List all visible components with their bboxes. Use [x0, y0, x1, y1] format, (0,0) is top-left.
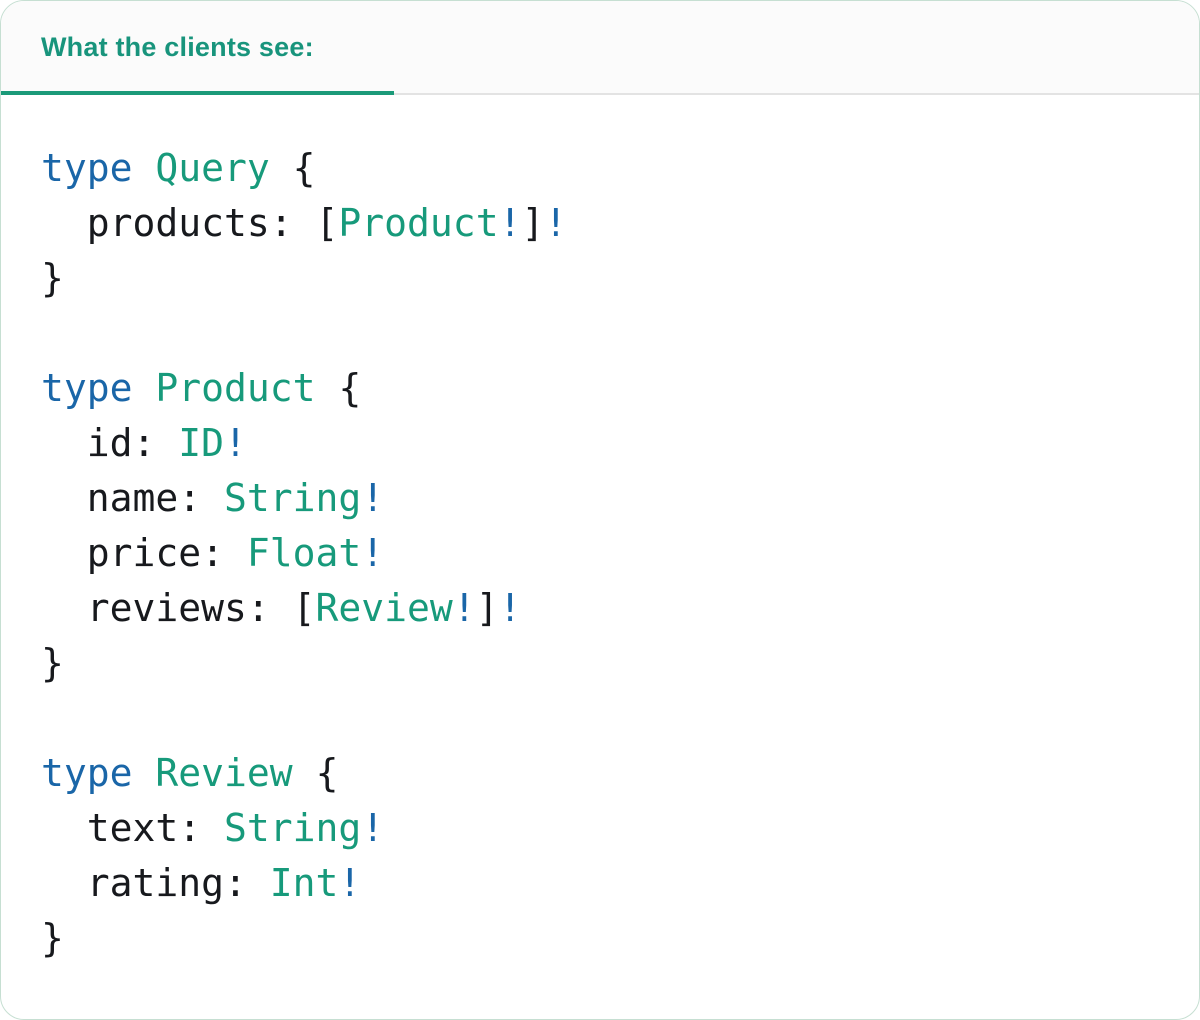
code-token-type: Product	[338, 201, 499, 245]
code-token-bang: !	[361, 531, 385, 575]
code-token-plain: name:	[41, 476, 225, 520]
code-token-type: String	[224, 806, 362, 850]
code-token-plain: {	[315, 366, 362, 410]
code-token-bang: !	[544, 201, 568, 245]
code-token-plain	[133, 146, 156, 190]
code-token-type: String	[224, 476, 362, 520]
code-token-type: Float	[246, 531, 362, 575]
code-line: rating: Int!	[41, 856, 1159, 911]
code-token-plain: }	[41, 916, 64, 960]
code-token-type: Int	[269, 861, 339, 905]
code-line: id: ID!	[41, 416, 1159, 471]
code-token-bang: !	[452, 586, 476, 630]
code-token-plain: reviews: [	[41, 586, 316, 630]
code-token-plain: }	[41, 641, 64, 685]
code-line: }	[41, 911, 1159, 966]
code-token-kw: type	[41, 751, 133, 795]
code-token-bang: !	[361, 806, 385, 850]
code-line: products: [Product!]!	[41, 196, 1159, 251]
code-token-plain	[133, 366, 156, 410]
code-token-plain: ]	[521, 201, 545, 245]
tab-bar: What the clients see:	[1, 1, 1199, 95]
code-line: name: String!	[41, 471, 1159, 526]
code-token-plain: {	[292, 751, 339, 795]
code-token-bang: !	[498, 201, 522, 245]
code-line	[41, 691, 1159, 746]
code-token-type: Review	[315, 586, 453, 630]
code-line: price: Float!	[41, 526, 1159, 581]
code-token-kw: type	[41, 146, 133, 190]
code-token-plain: id:	[41, 421, 179, 465]
code-token-type: ID	[178, 421, 225, 465]
code-line: text: String!	[41, 801, 1159, 856]
code-token-type: Product	[155, 366, 316, 410]
code-token-plain: text:	[41, 806, 225, 850]
code-token-plain: {	[269, 146, 316, 190]
tab-what-clients-see[interactable]: What the clients see:	[41, 31, 314, 62]
code-token-plain: }	[41, 256, 64, 300]
code-token-plain: products: [	[41, 201, 339, 245]
code-token-plain: price:	[41, 531, 247, 575]
code-token-plain: rating:	[41, 861, 270, 905]
code-line: type Product {	[41, 361, 1159, 416]
code-token-bang: !	[338, 861, 362, 905]
active-tab-indicator	[1, 91, 394, 95]
code-block: type Query { products: [Product!]!} type…	[1, 95, 1199, 966]
code-line: }	[41, 251, 1159, 306]
code-token-type: Query	[155, 146, 270, 190]
code-line: }	[41, 636, 1159, 691]
code-token-bang: !	[361, 476, 385, 520]
code-token-plain	[133, 751, 156, 795]
code-line: type Query {	[41, 141, 1159, 196]
code-line: type Review {	[41, 746, 1159, 801]
code-token-type: Review	[155, 751, 293, 795]
code-line	[41, 306, 1159, 361]
code-token-bang: !	[224, 421, 247, 465]
code-token-bang: !	[498, 586, 522, 630]
code-token-kw: type	[41, 366, 133, 410]
code-line: reviews: [Review!]!	[41, 581, 1159, 636]
code-token-plain: ]	[475, 586, 499, 630]
